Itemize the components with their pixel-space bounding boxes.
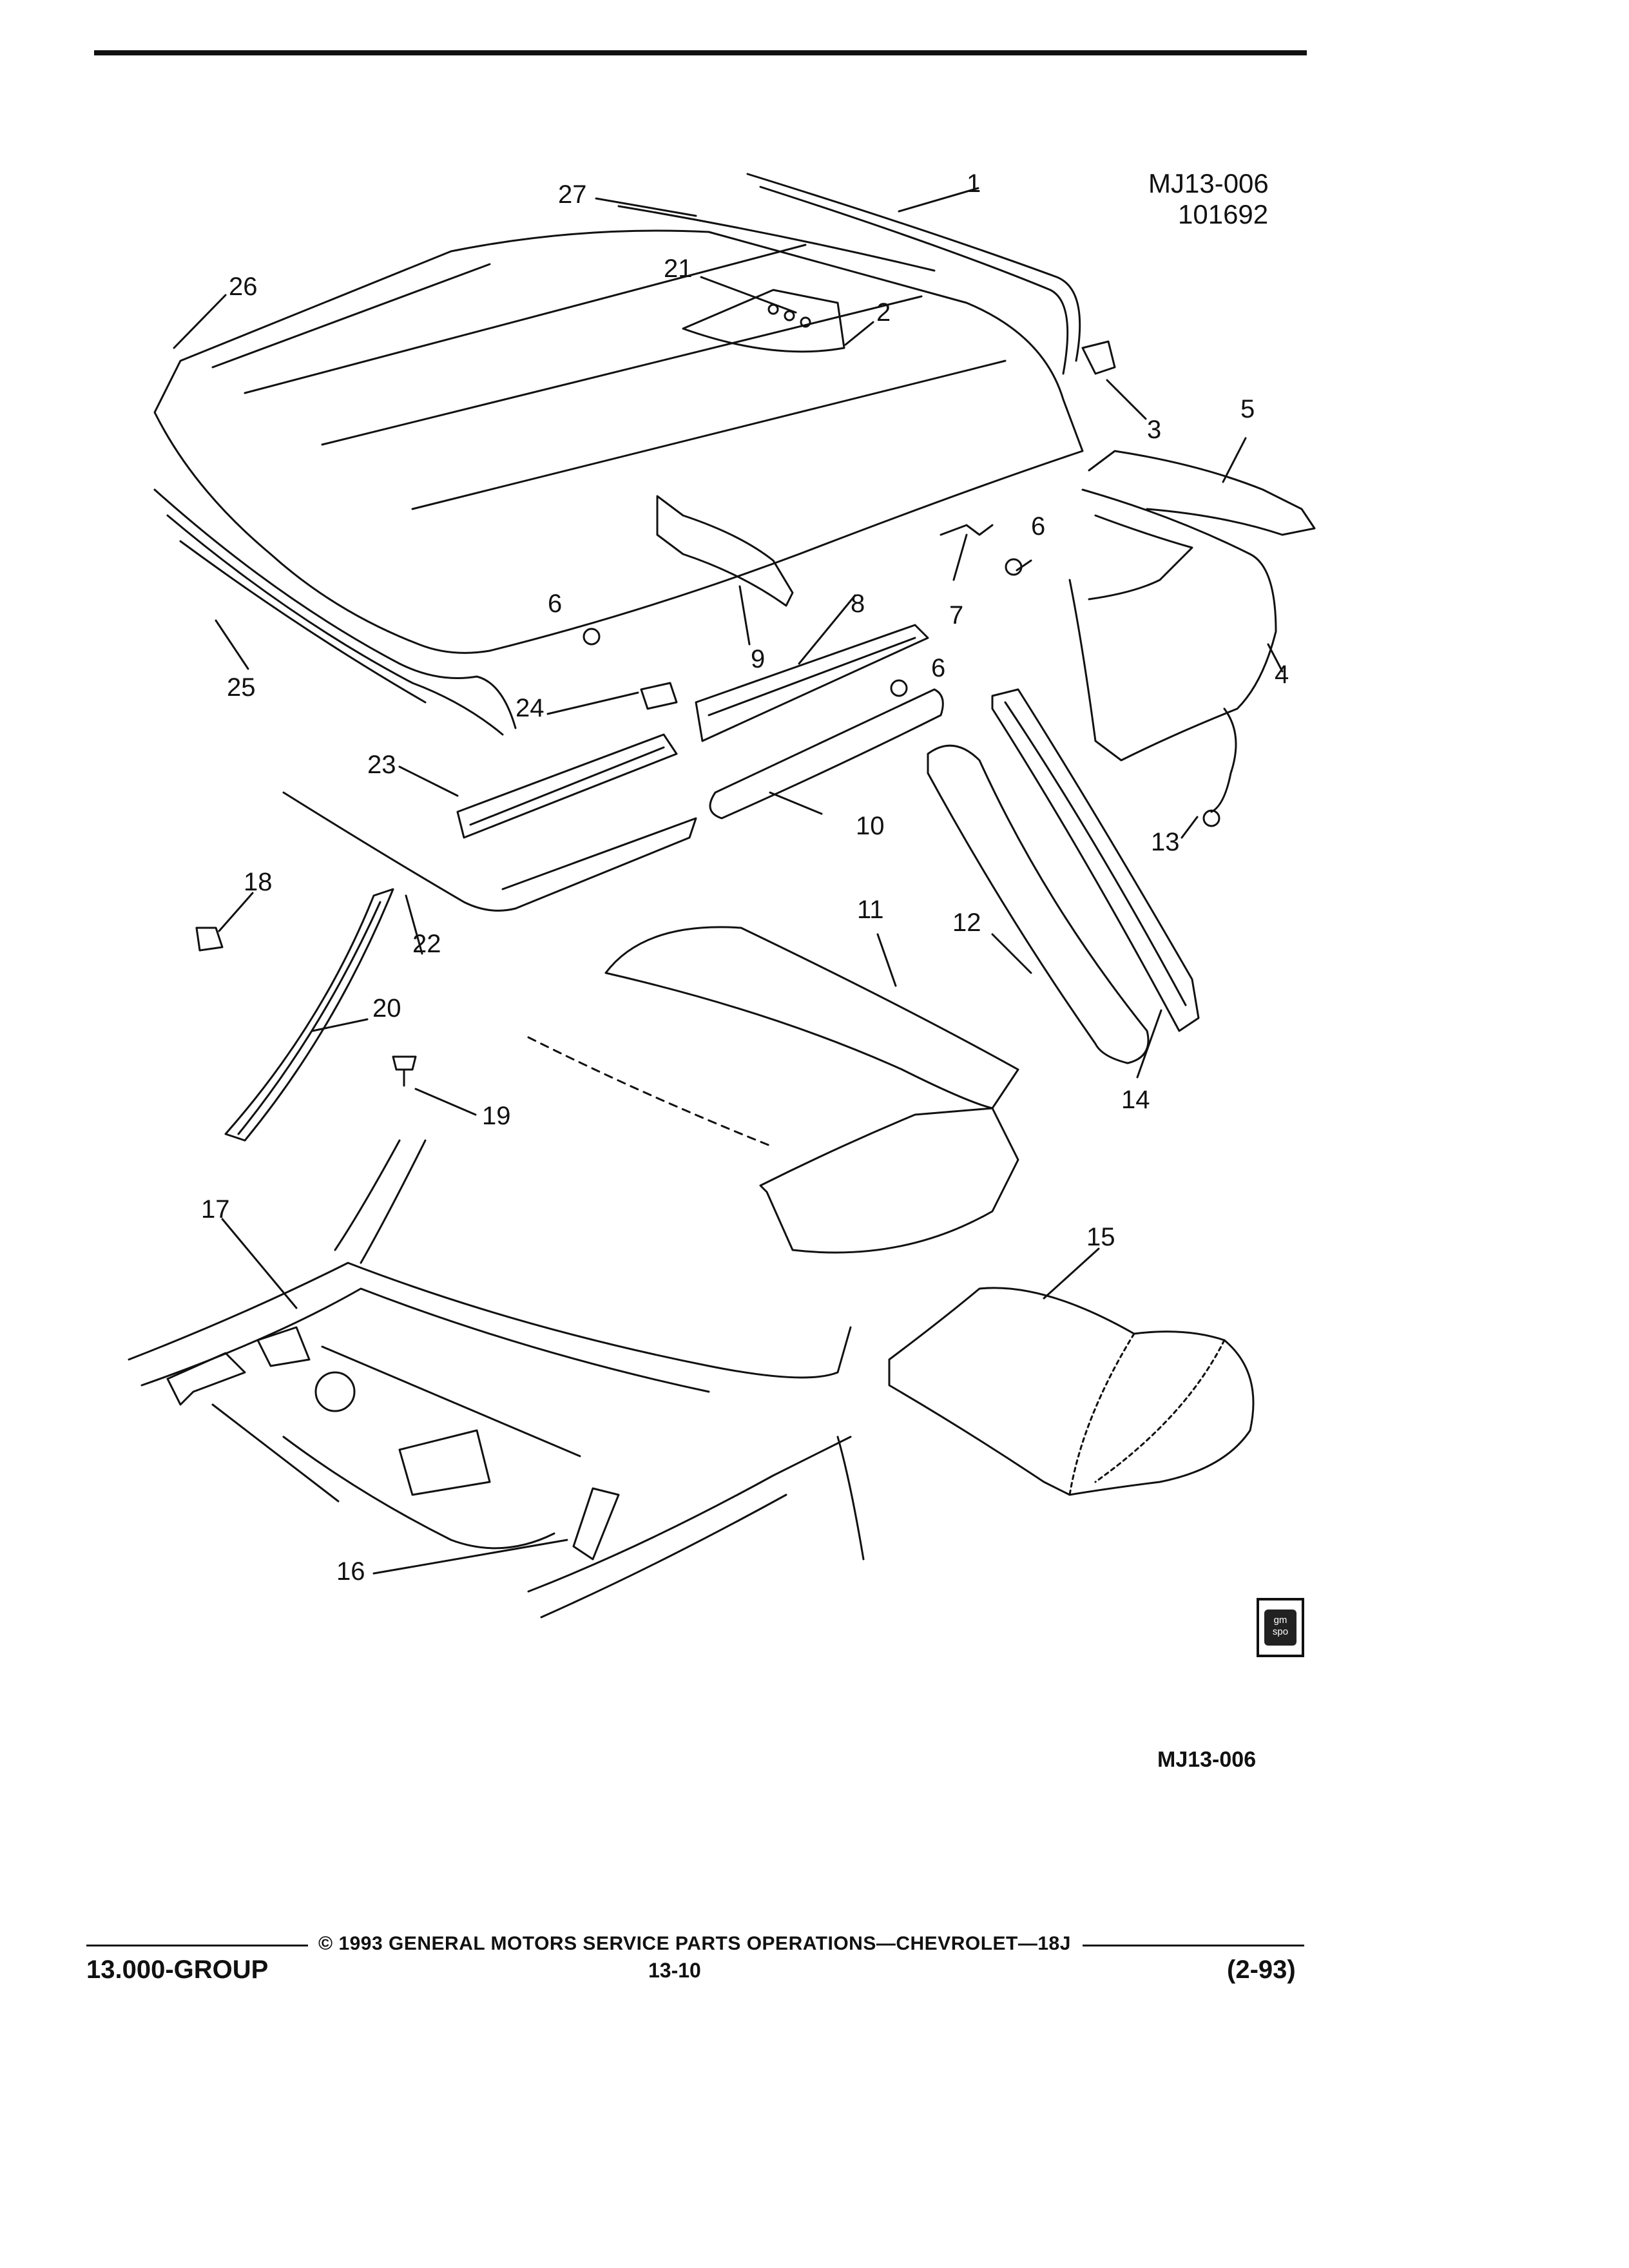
callout-18: 18: [244, 868, 273, 896]
part-9-bow: [656, 495, 794, 607]
callout-21: 21: [664, 255, 693, 283]
part-6-fasteners: [583, 558, 1023, 697]
footer-group: 13.000-GROUP: [86, 1956, 269, 1984]
gm-spo-logo: gm spo: [1257, 1598, 1304, 1657]
top-rule: [94, 50, 1307, 55]
callout-16: 16: [336, 1557, 365, 1586]
gm-spo-logo-mark: gm spo: [1264, 1610, 1296, 1646]
callout-4: 4: [1275, 660, 1289, 689]
part-24-clip: [640, 682, 678, 710]
callout-6c: 6: [931, 654, 945, 682]
footer-copyright: © 1993 GENERAL MOTORS SERVICE PARTS OPER…: [318, 1933, 1071, 1954]
part-4-5-rear-section: [1068, 450, 1316, 762]
part-12-pillar: [927, 744, 1150, 1064]
part-21-latch: [682, 289, 845, 353]
part-7-spring: [940, 524, 994, 536]
part-14-weatherstrip: [991, 688, 1200, 1032]
callout-labels: 1 2 3 4 5 6 6 6 7 8 9 10 11 12 13 14 15 …: [201, 169, 1289, 1586]
callout-15: 15: [1086, 1223, 1115, 1251]
callout-2: 2: [876, 298, 891, 327]
footer-rule-right: [1083, 1945, 1304, 1946]
part-11-tonneau-cover: [527, 926, 1019, 1254]
leader-lines: [173, 187, 1284, 1575]
logo-line-2: spo: [1272, 1626, 1289, 1637]
callout-7: 7: [949, 601, 963, 629]
part-10-retainer: [709, 688, 944, 820]
part-3-clip: [1081, 340, 1116, 375]
callout-14: 14: [1121, 1086, 1150, 1114]
footer-page-number: 13-10: [648, 1959, 701, 1982]
part-13-cable: [1202, 707, 1237, 827]
callout-9: 9: [751, 645, 765, 673]
callout-24: 24: [516, 694, 545, 722]
date-code-header: 101692: [1178, 199, 1269, 229]
callout-26: 26: [229, 273, 258, 301]
callout-17: 17: [201, 1195, 230, 1224]
callout-22: 22: [412, 930, 441, 958]
callout-1: 1: [967, 169, 981, 198]
part-15-boot-bag: [888, 1287, 1255, 1496]
callout-13: 13: [1151, 828, 1180, 856]
part-18-clip: [195, 927, 224, 952]
callout-5: 5: [1240, 395, 1255, 423]
callout-27: 27: [558, 180, 587, 209]
part-1-rail: [746, 173, 1081, 375]
figure-label: MJ13-006: [1157, 1747, 1257, 1772]
callout-12: 12: [952, 908, 981, 937]
part-23-weatherstrip: [456, 733, 678, 839]
part-8-weatherstrip: [695, 624, 929, 742]
convertible-top-panel: [153, 229, 1084, 736]
callout-25: 25: [227, 673, 256, 702]
callout-6a: 6: [1031, 512, 1045, 541]
figure-code-header: MJ13-006: [1148, 168, 1269, 198]
footer-rule-left: [86, 1945, 308, 1946]
callout-10: 10: [856, 812, 885, 840]
callout-23: 23: [367, 751, 396, 779]
callout-3: 3: [1147, 416, 1161, 444]
part-19-screw: [392, 1055, 417, 1087]
lower-body-trunk-area: [128, 1139, 865, 1619]
part-27-strip: [617, 205, 936, 272]
logo-line-1: gm: [1273, 1615, 1287, 1626]
callout-8: 8: [851, 590, 865, 618]
footer-revision: (2-93): [1227, 1956, 1296, 1984]
callout-6b: 6: [548, 590, 562, 618]
part-20-rail: [224, 888, 394, 1142]
callout-20: 20: [372, 994, 401, 1023]
callout-11: 11: [857, 896, 884, 924]
callout-19: 19: [482, 1102, 511, 1130]
part-22-molding: [282, 791, 697, 912]
